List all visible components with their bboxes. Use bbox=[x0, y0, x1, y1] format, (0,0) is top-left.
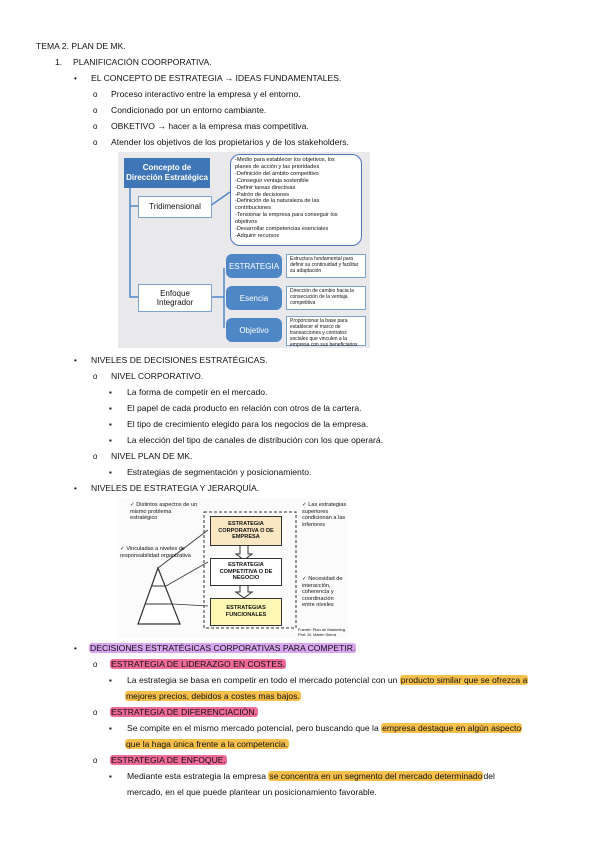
arrow-icon: → bbox=[157, 121, 166, 131]
bullet-square: ▪ bbox=[109, 676, 112, 685]
bullet-disc: • bbox=[74, 74, 77, 83]
item-text: Atender los objetivos de los propietario… bbox=[111, 137, 349, 147]
section-number: 1. bbox=[55, 57, 63, 67]
topic-levels: NIVELES DE DECISIONES ESTRATÉGICAS. bbox=[91, 355, 268, 365]
bullet-circle: o bbox=[93, 106, 98, 115]
topic-concept: EL CONCEPTO DE ESTRATEGIA → IDEAS FUNDAM… bbox=[91, 73, 342, 83]
competitive-strategy-box: ESTRATEGIA COMPETITIVA O DE NEGOCIO bbox=[210, 558, 282, 586]
bullet-square: ▪ bbox=[109, 388, 112, 397]
essence-pill: Esencia bbox=[226, 286, 282, 310]
subitem-text: Estrategias de segmentación y posicionam… bbox=[127, 467, 312, 477]
item-text: Condicionado por un entorno cambiante. bbox=[111, 105, 267, 115]
bullet-circle: o bbox=[93, 756, 98, 765]
bullet-circle: o bbox=[93, 138, 98, 147]
topic-hierarchy: NIVELES DE ESTRATEGIA Y JERARQUÍA. bbox=[91, 483, 260, 493]
item-text: OBKETIVO → hacer a la empresa mas compet… bbox=[111, 121, 309, 131]
item-text: Proceso interactivo entre la empresa y e… bbox=[111, 89, 301, 99]
item-text: NIVEL CORPORATIVO. bbox=[111, 371, 204, 381]
diagram-source: Fuente: Plan de Marketing. Prof. M. Mart… bbox=[298, 627, 347, 637]
subitem-text: El papel de cada producto en relación co… bbox=[127, 403, 362, 413]
subitem-text: Mediante esta estrategia la empresa se c… bbox=[127, 771, 495, 781]
annotation-text: ✓ Vinculadas a niveles de responsabilida… bbox=[120, 546, 191, 559]
subitem-text: La elección del tipo de canales de distr… bbox=[127, 435, 384, 445]
bullet-disc: • bbox=[74, 484, 77, 493]
objective-description: Proporcionar la base para establecer el … bbox=[286, 316, 366, 348]
arrow-icon: → bbox=[224, 73, 234, 83]
bullet-circle: o bbox=[93, 372, 98, 381]
tridimensional-box: Tridimensional bbox=[138, 196, 212, 218]
corporate-strategy-box: ESTRATEGIA CORPORATIVA O DE EMPRESA bbox=[210, 516, 282, 546]
bullet-square: ▪ bbox=[109, 420, 112, 429]
doc-title: TEMA 2. PLAN DE MK. bbox=[36, 41, 126, 51]
bullet-square: ▪ bbox=[109, 468, 112, 477]
subitem-text: La estrategia se basa en competir en tod… bbox=[127, 675, 529, 685]
subitem-text: Se compite en el mismo mercado potencial… bbox=[127, 723, 523, 733]
bullet-disc: • bbox=[74, 356, 77, 365]
subitem-text: El tipo de crecimiento elegido para los … bbox=[127, 419, 369, 429]
bullet-square: ▪ bbox=[109, 724, 112, 733]
diagram-connectors bbox=[129, 188, 231, 328]
bullet-square: ▪ bbox=[109, 404, 112, 413]
bullet-circle: o bbox=[93, 452, 98, 461]
strategy-focus: ESTRATEGIA DE ENFOQUE. bbox=[110, 755, 227, 765]
essence-description: Dirección de cambio hacia la consecución… bbox=[286, 286, 366, 310]
strategy-pill: ESTRATEGIA bbox=[226, 254, 282, 278]
objective-pill: Objetivo bbox=[226, 318, 282, 342]
hierarchy-graphics bbox=[137, 511, 297, 629]
topic-decisions: DECISIONES ESTRATÉGICAS CORPORATIVAS PAR… bbox=[89, 643, 357, 653]
dimensions-list: -Medio para establecer los objetivos, lo… bbox=[230, 154, 362, 246]
bullet-circle: o bbox=[93, 122, 98, 131]
item-text: NIVEL PLAN DE MK. bbox=[111, 451, 193, 461]
bullet-square: ▪ bbox=[109, 772, 112, 781]
section-title: PLANIFICACIÓN COORPORATIVA. bbox=[73, 57, 212, 67]
subitem-text-continued: que la haga única frente a la competenci… bbox=[125, 739, 289, 749]
subitem-text-continued: mejores precios, debidos a costes mas ba… bbox=[125, 691, 301, 701]
annotation-text: ✓ Las estrategias superiores condicionan… bbox=[302, 502, 347, 528]
bullet-circle: o bbox=[93, 90, 98, 99]
bullet-square: ▪ bbox=[109, 436, 112, 445]
bullet-circle: o bbox=[93, 708, 98, 717]
subitem-text-continued: mercado, en el que puede plantear un pos… bbox=[127, 787, 377, 797]
strategy-cost-leadership: ESTRATEGIA DE LIDERAZGO EN COSTES. bbox=[110, 659, 287, 669]
strategy-hierarchy-diagram: ✓ Distintos aspectos de un mismo problem… bbox=[118, 498, 348, 638]
bullet-disc: • bbox=[74, 644, 77, 653]
bullet-circle: o bbox=[93, 660, 98, 669]
annotation-text: ✓ Distintos aspectos de un mismo problem… bbox=[130, 502, 198, 522]
strategy-description: Estructura fundamental para definir su c… bbox=[286, 254, 366, 278]
strategy-differentiation: ESTRATEGIA DE DIFERENCIACIÓN. bbox=[110, 707, 258, 717]
subitem-text: La forma de competir en el mercado. bbox=[127, 387, 268, 397]
functional-strategy-box: ESTRATEGIAS FUNCIONALES bbox=[210, 598, 282, 626]
annotation-text: ✓ Necesidad de interacción, coherencia y… bbox=[302, 576, 343, 609]
